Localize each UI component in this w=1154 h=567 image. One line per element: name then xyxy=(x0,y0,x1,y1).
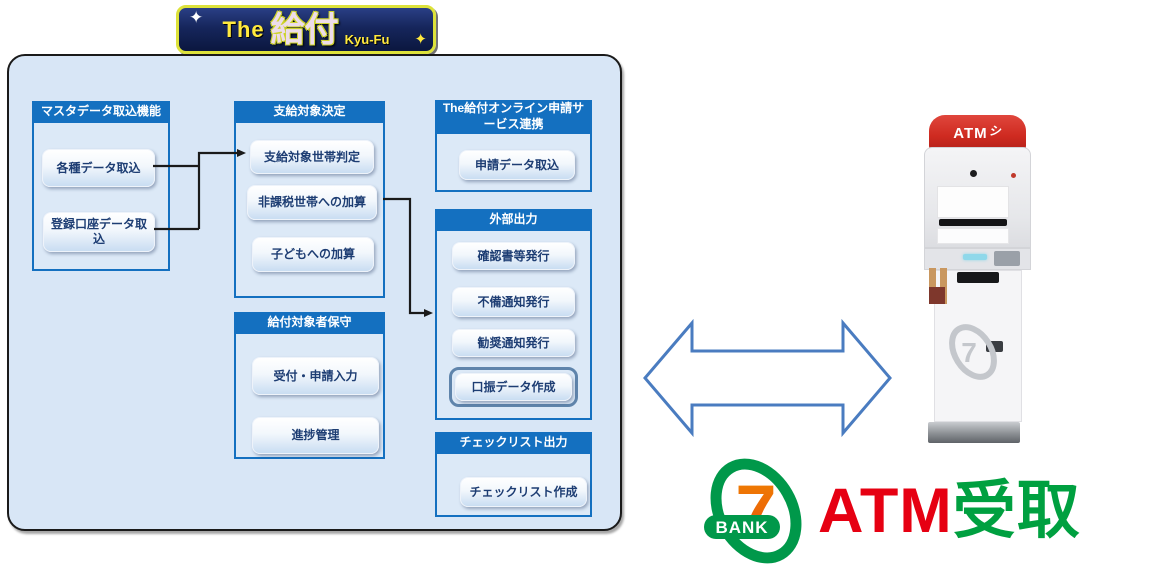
section-payment-target-determination: 支給対象決定 支給対象世帯判定 非課税世帯への加算 子どもへの加算 xyxy=(234,101,385,298)
atm-receipt-slot xyxy=(939,219,1007,226)
section-external-output: 外部出力 確認書等発行 不備通知発行 勧奨通知発行 口振データ作成 xyxy=(435,209,592,420)
section-checklist-output: チェックリスト出力 チェックリスト作成 xyxy=(435,432,592,517)
atm-camera-icon xyxy=(970,170,977,177)
seven-bank-logo-icon: 7 BANK xyxy=(698,455,810,567)
section-title: The給付オンライン申請サービス連携 xyxy=(435,100,592,134)
section-master-data-import: マスタデータ取込機能 各種データ取込 登録口座データ取込 xyxy=(32,101,170,271)
atm-cap-label: ATM xyxy=(953,124,988,142)
bank-label: BANK xyxy=(715,518,768,537)
seven-swoosh-gray-icon: 7 xyxy=(945,318,1001,386)
banner-title: 給付 xyxy=(270,10,339,49)
seven-bank-swallow-mark-icon: シ xyxy=(988,123,1002,138)
atm-cash-slot xyxy=(957,272,999,283)
atm-indicator-light xyxy=(1011,173,1016,178)
button-checklist-creation[interactable]: チェックリスト作成 xyxy=(460,477,587,507)
atm-uketori-label: ATM受取 xyxy=(818,480,1081,543)
button-reception-application-input[interactable]: 受付・申請入力 xyxy=(252,357,379,395)
svg-text:7: 7 xyxy=(961,337,977,368)
button-confirmation-letter-issuance[interactable]: 確認書等発行 xyxy=(452,242,575,270)
sparkle-icon: ✦ xyxy=(189,8,204,27)
atm-wood-pillar xyxy=(940,268,947,304)
button-deficiency-notice-issuance[interactable]: 不備通知発行 xyxy=(452,287,575,317)
atm-service-hatch xyxy=(986,341,1003,352)
atm-base xyxy=(928,422,1020,443)
section-title: 支給対象決定 xyxy=(234,101,385,123)
atm-screen xyxy=(937,186,1009,218)
uketori-text: 受取 xyxy=(952,476,1081,546)
seven-digit: 7 xyxy=(735,470,776,553)
highlight-ring: 口振データ作成 xyxy=(449,367,578,407)
atm-lower-column xyxy=(934,270,1022,422)
atm-keypad xyxy=(994,251,1020,266)
section-online-application-service-link: The給付オンライン申請サービス連携 申請データ取込 xyxy=(435,100,592,192)
atm-side-panel xyxy=(929,287,945,304)
banner-prefix: The xyxy=(222,16,265,42)
atm-text: ATM xyxy=(818,476,953,546)
button-payment-target-household-judgment[interactable]: 支給対象世帯判定 xyxy=(250,140,374,174)
sparkle-icon: ✦ xyxy=(414,31,427,48)
atm-card-slot xyxy=(963,254,987,260)
section-title: チェックリスト出力 xyxy=(435,432,592,454)
atm-wood-pillar xyxy=(929,268,936,304)
button-encouragement-notice-issuance[interactable]: 勧奨通知発行 xyxy=(452,329,575,357)
section-title: 給付対象者保守 xyxy=(234,312,385,334)
button-progress-management[interactable]: 進捗管理 xyxy=(252,417,379,454)
section-title: マスタデータ取込機能 xyxy=(32,101,170,123)
seven-bank-atm-receive: 7 BANK ATM受取 xyxy=(695,448,1154,567)
button-tax-exempt-household-addition[interactable]: 非課税世帯への加算 xyxy=(247,185,377,220)
banner-romaji: Kyu-Fu xyxy=(344,32,390,47)
button-application-data-import[interactable]: 申請データ取込 xyxy=(459,150,575,180)
button-child-addition[interactable]: 子どもへの加算 xyxy=(252,237,374,272)
atm-panel xyxy=(937,228,1009,244)
button-registered-account-data-import[interactable]: 登録口座データ取込 xyxy=(43,212,155,252)
button-various-data-import[interactable]: 各種データ取込 xyxy=(42,149,155,187)
section-benefit-recipient-maintenance: 給付対象者保守 受付・申請入力 進捗管理 xyxy=(234,312,385,459)
button-direct-debit-data-creation[interactable]: 口振データ作成 xyxy=(455,373,572,401)
kyufu-product-banner: ✦ The 給付 Kyu-Fu ✦ xyxy=(176,5,436,54)
section-title: 外部出力 xyxy=(435,209,592,231)
system-diagram: マスタデータ取込機能 各種データ取込 登録口座データ取込 支給対象決定 支給対象… xyxy=(7,54,622,531)
